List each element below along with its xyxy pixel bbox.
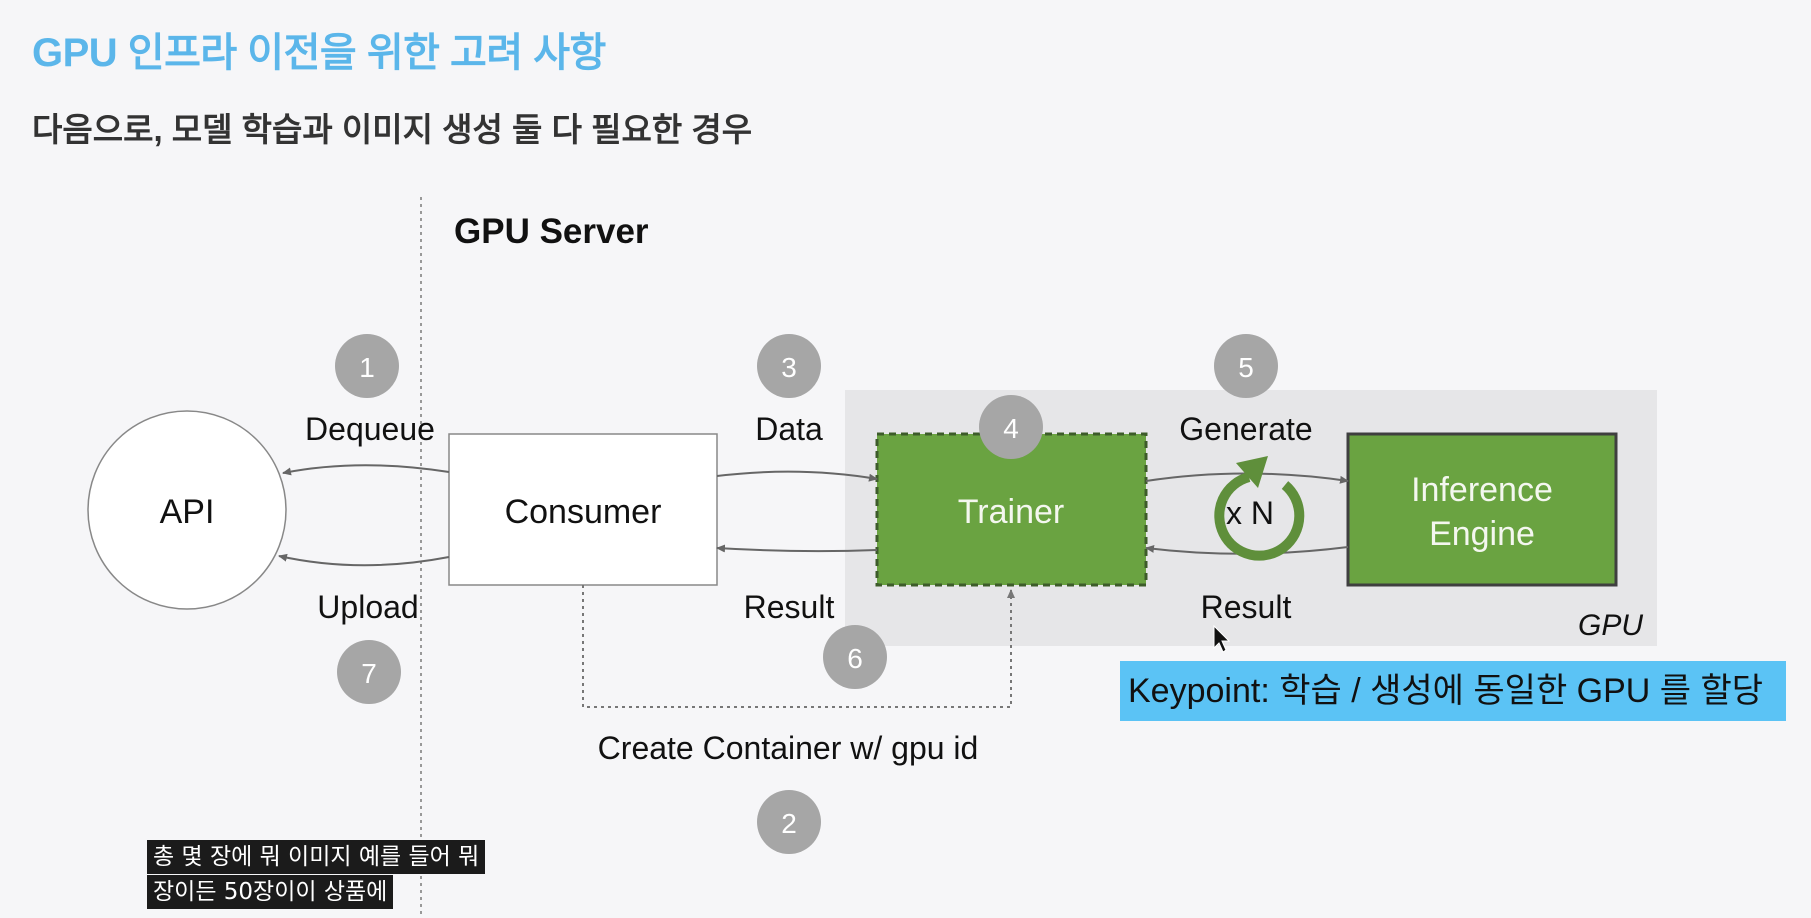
generate-label: Generate: [1179, 411, 1312, 447]
upload-arrow: [278, 553, 450, 567]
step-badge-1: 1: [335, 334, 399, 398]
slide-subtitle: 다음으로, 모델 학습과 이미지 생성 둘 다 필요한 경우: [32, 111, 753, 148]
loop-count-label: x N: [1226, 495, 1274, 531]
step-badge-3: 3: [757, 334, 821, 398]
gpu-server-label: GPU Server: [454, 212, 649, 251]
upload-label: Upload: [317, 589, 418, 625]
dequeue-label: Dequeue: [305, 411, 435, 447]
mouse-cursor-icon: [1213, 624, 1231, 653]
gpu-area-label: GPU: [1578, 609, 1643, 642]
step-badge-7: 7: [337, 640, 401, 704]
trainer-node: [875, 432, 1148, 587]
subtitle-caption-line2: 장이든 50장이이 상품에: [147, 875, 394, 909]
step-badge-4: 4: [979, 395, 1043, 459]
svg-text:4: 4: [1003, 413, 1019, 444]
create-container-label: Create Container w/ gpu id: [598, 730, 979, 766]
inference-engine-node: [1346, 432, 1618, 587]
result-right-label: Result: [1201, 589, 1292, 625]
step-badge-6: 6: [823, 625, 887, 689]
step-badge-5: 5: [1214, 334, 1278, 398]
keypoint-banner: Keypoint: 학습 / 생성에 동일한 GPU 를 할당: [1120, 661, 1786, 721]
result-left-arrow: [716, 544, 878, 553]
svg-text:5: 5: [1238, 352, 1254, 383]
repeat-loop-icon: [1214, 456, 1305, 561]
slide-title: GPU 인프라 이전을 위한 고려 사항: [32, 31, 606, 75]
inference-engine-label-line2: Engine: [1429, 515, 1535, 553]
step-badge-2: 2: [757, 790, 821, 854]
result-left-label: Result: [744, 589, 835, 625]
consumer-node-label: Consumer: [505, 493, 662, 531]
dequeue-arrow: [282, 464, 450, 476]
svg-text:1: 1: [359, 352, 375, 383]
subtitle-caption-line1: 총 몇 장에 뭐 이미지 예를 들어 뭐: [147, 840, 486, 874]
consumer-node: [448, 433, 718, 586]
trainer-node-label: Trainer: [958, 493, 1064, 531]
inference-engine-label-line1: Inference: [1411, 471, 1553, 509]
api-node-label: API: [160, 493, 215, 531]
create-container-path: [582, 585, 1015, 708]
svg-text:6: 6: [847, 643, 863, 674]
svg-text:2: 2: [781, 808, 797, 839]
svg-text:3: 3: [781, 352, 797, 383]
data-label: Data: [755, 411, 823, 447]
api-node: [87, 410, 287, 610]
data-arrow: [716, 470, 878, 482]
svg-text:7: 7: [361, 658, 377, 689]
